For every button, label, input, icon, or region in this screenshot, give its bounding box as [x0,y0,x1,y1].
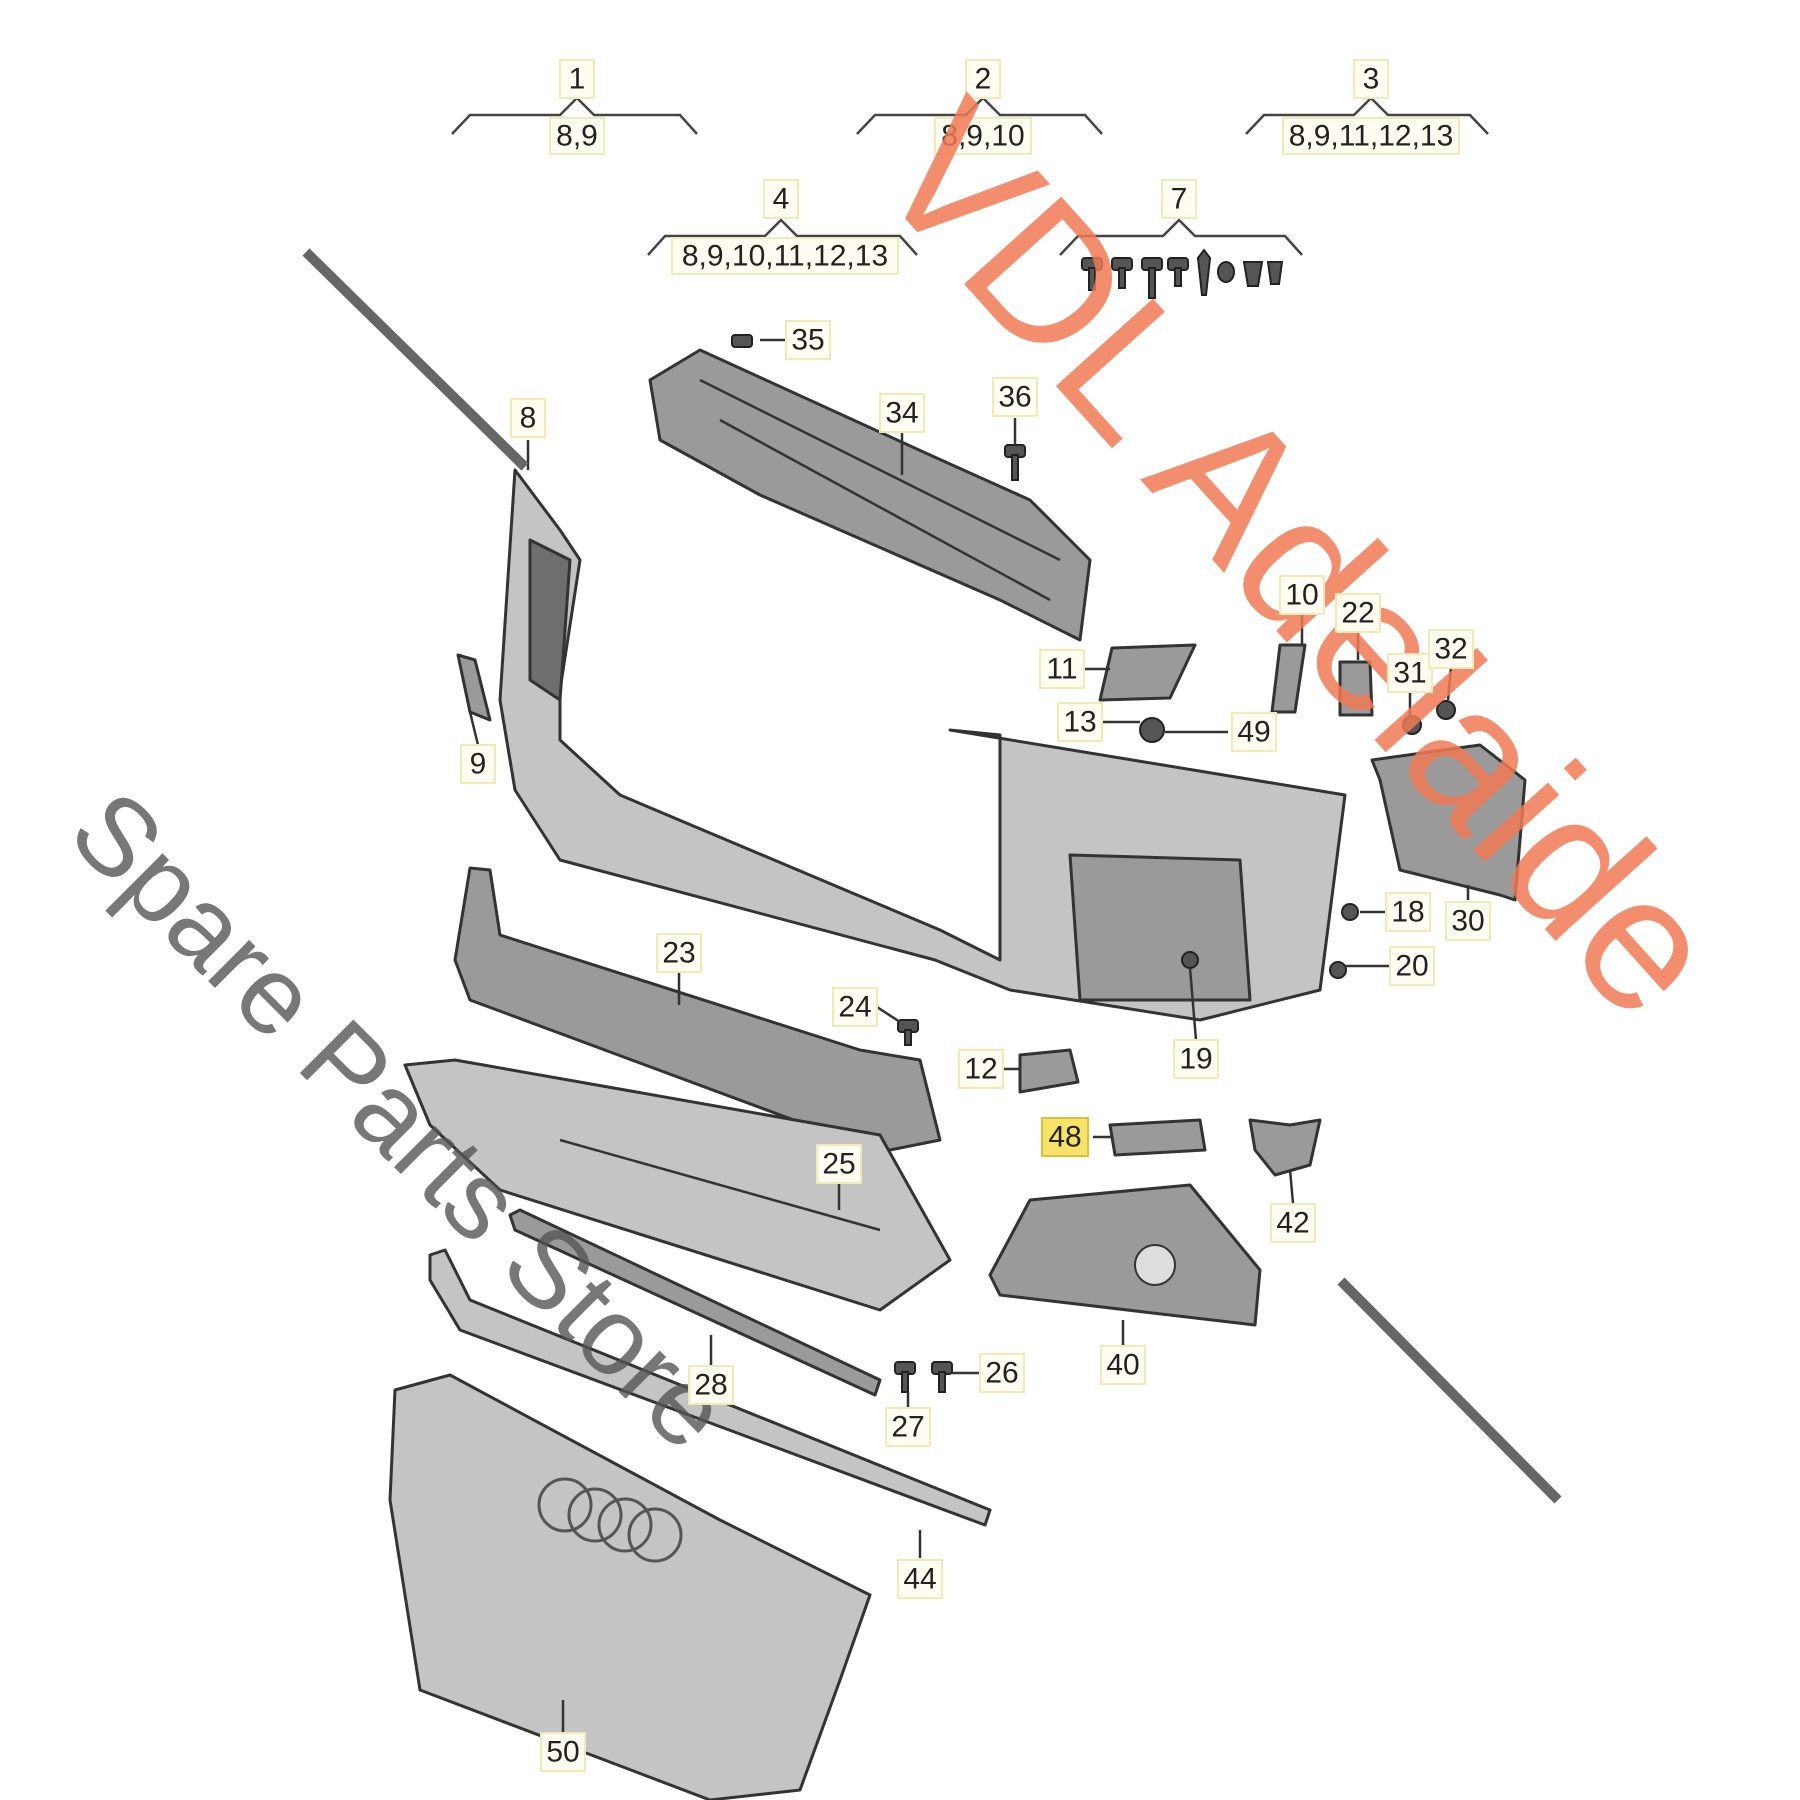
part-label[interactable]: 11 [1039,649,1085,689]
group-number: 3 [1363,63,1380,96]
part-label[interactable]: 20 [1389,946,1435,986]
part-number: 30 [1451,905,1484,938]
part-label[interactable]: 40 [1100,1345,1146,1385]
part-label[interactable]: 27 [885,1407,931,1447]
part-number: 26 [985,1357,1018,1390]
group-number: 4 [773,183,790,216]
radiator-grille-50 [388,1373,872,1800]
part-number: 49 [1237,716,1270,749]
part-number: 31 [1393,657,1426,690]
part-label[interactable]: 22 [1335,593,1381,633]
part-label[interactable]: 12 [958,1049,1004,1089]
part-label[interactable]: 42 [1270,1203,1316,1243]
sensor-bracket-10 [1270,643,1307,714]
side-bracket-30 [1370,743,1527,902]
group-number: 7 [1171,183,1188,216]
bumper-cover-8 [498,468,1347,1022]
part-number: 34 [885,397,918,430]
bracket-11 [1098,643,1197,702]
part-number: 9 [470,748,487,781]
part-label[interactable]: 28 [688,1365,734,1405]
part-number: 10 [1285,579,1318,612]
part-label[interactable]: 50 [540,1732,586,1772]
leader-lines [468,338,1470,1732]
part-label[interactable]: 36 [992,377,1038,417]
part-label[interactable]: 19 [1173,1039,1219,1079]
part-number: 12 [964,1053,997,1086]
trim-strip-28 [508,1208,882,1397]
part-label[interactable]: 35 [785,320,831,360]
grille-trim-9 [456,653,492,722]
group-brace-4: 4 8,9,10,11,12,13 [647,179,918,275]
part-number: 19 [1179,1043,1212,1076]
part-labels: 35 34 36 8 10 22 11 31 32 13 49 9 18 30 … [460,320,1491,1772]
group-brace-7: 7 [1059,179,1303,299]
part-number: 44 [903,1563,936,1596]
part-number: 13 [1063,706,1096,739]
part-number: 50 [546,1736,579,1769]
bumper-carrier-34 [648,348,1092,642]
part-label[interactable]: 49 [1231,712,1277,752]
part-label[interactable]: 31 [1387,653,1433,693]
part-number: 8 [520,402,537,435]
part-number: 40 [1106,1349,1139,1382]
audi-rings-logo [537,1477,683,1563]
group-number: 2 [975,63,992,96]
bolts-small [731,334,1456,1393]
part-label[interactable]: 9 [460,744,496,784]
part-label-highlighted[interactable]: 48 [1041,1117,1089,1157]
group-number: 1 [569,63,586,96]
group-contents: 8,9 [556,120,598,153]
headlamp-washer-12 [1018,1048,1080,1094]
part-label[interactable]: 44 [897,1559,943,1599]
part-label[interactable]: 23 [656,933,702,973]
part-number: 27 [891,1411,924,1444]
part-number: 24 [838,991,871,1024]
part-number: 11 [1046,653,1077,686]
sensor-48 [1108,1118,1207,1157]
group-contents: 8,9,11,12,13 [1289,120,1454,153]
part-number: 32 [1434,633,1467,666]
part-number: 22 [1341,597,1374,630]
part-label[interactable]: 13 [1057,702,1103,742]
watermark-line [1337,1277,1562,1504]
part-label[interactable]: 25 [816,1144,862,1184]
group-contents: 8,9,10,11,12,13 [682,240,888,273]
group-contents: 8,9,10 [941,120,1024,153]
part-label[interactable]: 8 [510,398,546,438]
fog-light-frame-40 [988,1183,1262,1327]
part-label[interactable]: 24 [832,987,878,1027]
part-number: 23 [662,937,695,970]
part-number: 42 [1276,1207,1309,1240]
part-label[interactable]: 10 [1279,575,1325,615]
lower-grille-23 [453,866,942,1154]
part-label[interactable]: 30 [1445,901,1491,941]
part-label[interactable]: 26 [979,1353,1025,1393]
part-number: 18 [1391,896,1424,929]
group-brace-2: 2 8,9,10 [856,59,1103,155]
trim-strip-44 [428,1248,992,1527]
watermark-line [302,248,529,471]
underbody-panel-25 [403,1058,952,1312]
part-number: 35 [791,324,824,357]
part-number: 28 [694,1369,727,1402]
group-brace-1: 1 8,9 [451,59,698,155]
part-label[interactable]: 18 [1385,892,1431,932]
part-label[interactable]: 34 [879,393,925,433]
sensor-22 [1338,660,1374,717]
fastener-set-icon [1081,248,1284,299]
part-label[interactable]: 32 [1428,629,1474,669]
part-number: 25 [822,1148,855,1181]
part-number: 20 [1395,950,1428,983]
part-number: 48 [1048,1121,1081,1154]
group-brace-3: 3 8,9,11,12,13 [1245,59,1489,155]
part-number: 36 [998,381,1031,414]
fog-light-bracket-42 [1248,1118,1322,1177]
